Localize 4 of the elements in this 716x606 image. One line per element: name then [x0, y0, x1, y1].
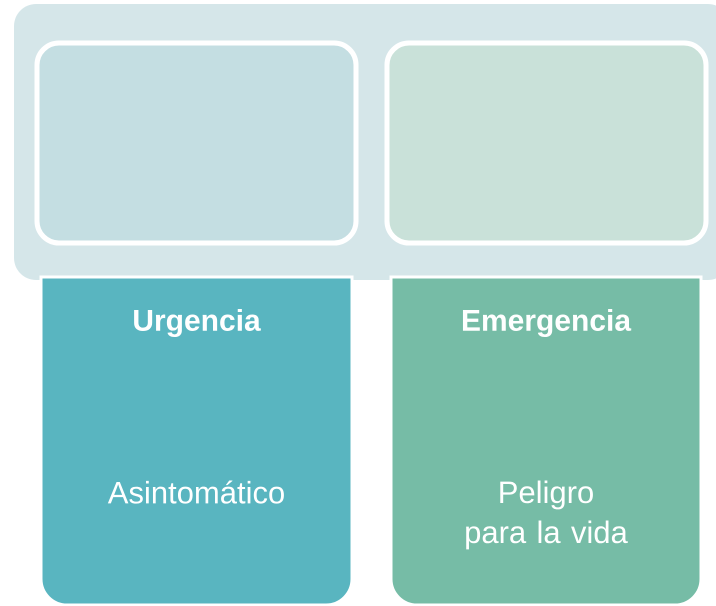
category-box: Urgencia Asintomático — [40, 276, 354, 606]
empty-box — [34, 40, 358, 246]
empty-box — [384, 40, 708, 246]
category-box: Emergencia Peligro para la vida — [390, 276, 702, 606]
